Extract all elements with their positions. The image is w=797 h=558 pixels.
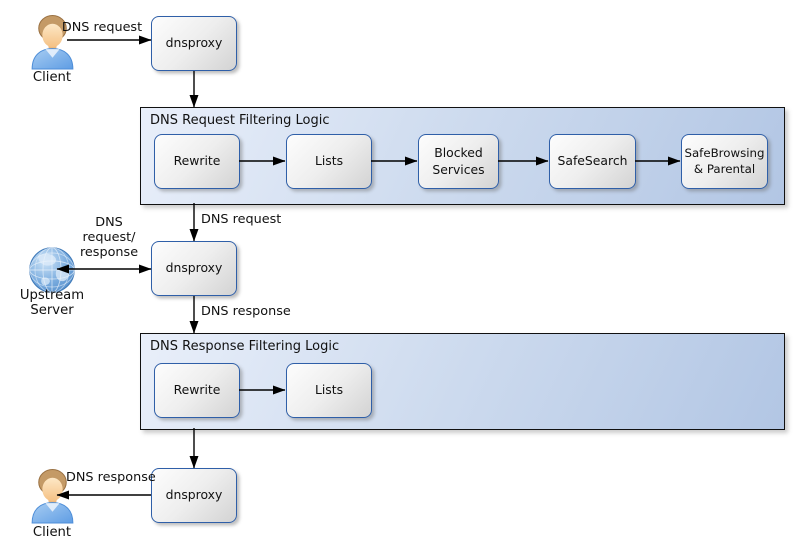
group-dns-response-filtering: DNS Response Filtering Logic Rewrite Lis… <box>140 333 785 430</box>
step-rewrite-label: Rewrite <box>173 153 221 169</box>
group-response-title: DNS Response Filtering Logic <box>150 339 340 354</box>
node-dnsproxy-top: dnsproxy <box>151 16 237 71</box>
node-dnsproxy-top-label: dnsproxy <box>165 35 223 51</box>
label-dns-response-mid: DNS response <box>201 304 291 319</box>
client-top-label: Client <box>32 70 72 85</box>
step-safebrowsing-parental-label: SafeBrowsing & Parental <box>684 146 765 176</box>
step-lists-label: Lists <box>314 153 344 169</box>
step-blocked-services-label: Blocked Services <box>432 145 485 177</box>
node-dnsproxy-middle-label: dnsproxy <box>165 260 223 276</box>
group-dns-request-filtering: DNS Request Filtering Logic Rewrite List… <box>140 107 785 205</box>
node-dnsproxy-bottom-label: dnsproxy <box>165 487 223 503</box>
group-request-title: DNS Request Filtering Logic <box>150 113 330 128</box>
step-safesearch: SafeSearch <box>549 134 636 189</box>
upstream-server-label: Upstream Server <box>19 288 85 319</box>
node-dnsproxy-bottom: dnsproxy <box>151 468 237 523</box>
step-blocked-services: Blocked Services <box>418 134 499 189</box>
label-dns-request-mid: DNS request <box>201 212 282 227</box>
step-safebrowsing-parental: SafeBrowsing & Parental <box>681 134 768 189</box>
globe-icon <box>29 247 75 293</box>
label-upstream-exchange: DNS request/ response <box>79 215 139 260</box>
step-response-rewrite: Rewrite <box>154 363 240 418</box>
step-response-rewrite-label: Rewrite <box>173 382 221 398</box>
client-bottom-label: Client <box>32 525 72 540</box>
step-safesearch-label: SafeSearch <box>557 153 628 169</box>
node-dnsproxy-middle: dnsproxy <box>151 241 237 296</box>
step-lists: Lists <box>286 134 372 189</box>
person-icon <box>31 15 74 70</box>
label-dns-response-bottom: DNS response <box>66 470 156 485</box>
step-rewrite: Rewrite <box>154 134 240 189</box>
step-response-lists: Lists <box>286 363 372 418</box>
label-dns-request-top: DNS request <box>61 20 143 35</box>
step-response-lists-label: Lists <box>314 382 344 398</box>
